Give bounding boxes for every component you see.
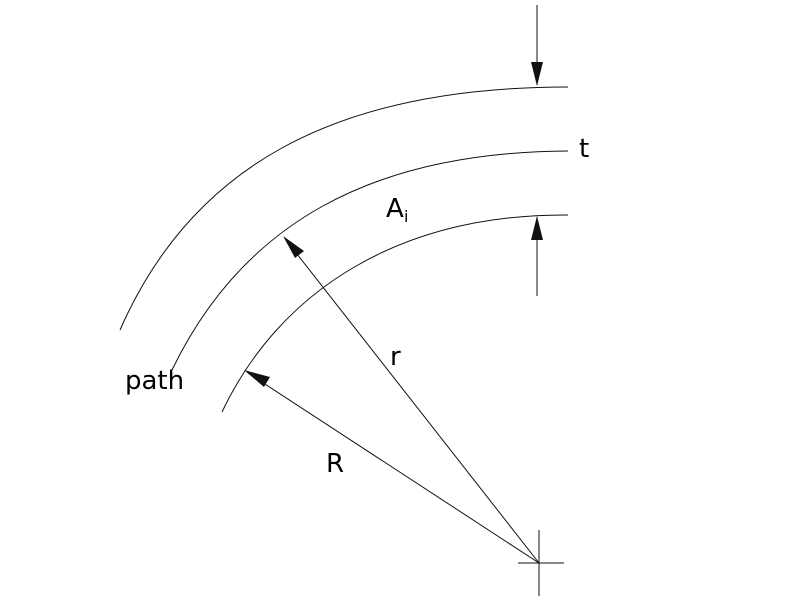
label-thickness: t — [579, 134, 589, 164]
inner-radius-line — [247, 372, 540, 564]
thickness-bottom-arrowhead — [531, 216, 543, 240]
label-mean-radius: r — [390, 342, 401, 372]
mean-radius-arrowhead — [283, 236, 304, 258]
center-mark — [518, 530, 564, 596]
outer-arc — [119, 86, 569, 331]
label-inner-radius: R — [326, 449, 344, 479]
mean-radius-line — [285, 239, 540, 564]
path-arc — [171, 150, 569, 371]
label-area: A — [386, 194, 404, 224]
label-path: path — [125, 366, 184, 396]
thickness-top-arrowhead — [531, 62, 543, 86]
inner-arc — [221, 214, 569, 413]
label-area-subscript: i — [404, 207, 408, 226]
thickness-dimension — [531, 5, 543, 296]
inner-radius-arrowhead — [244, 370, 270, 387]
radius-lines — [244, 236, 540, 564]
